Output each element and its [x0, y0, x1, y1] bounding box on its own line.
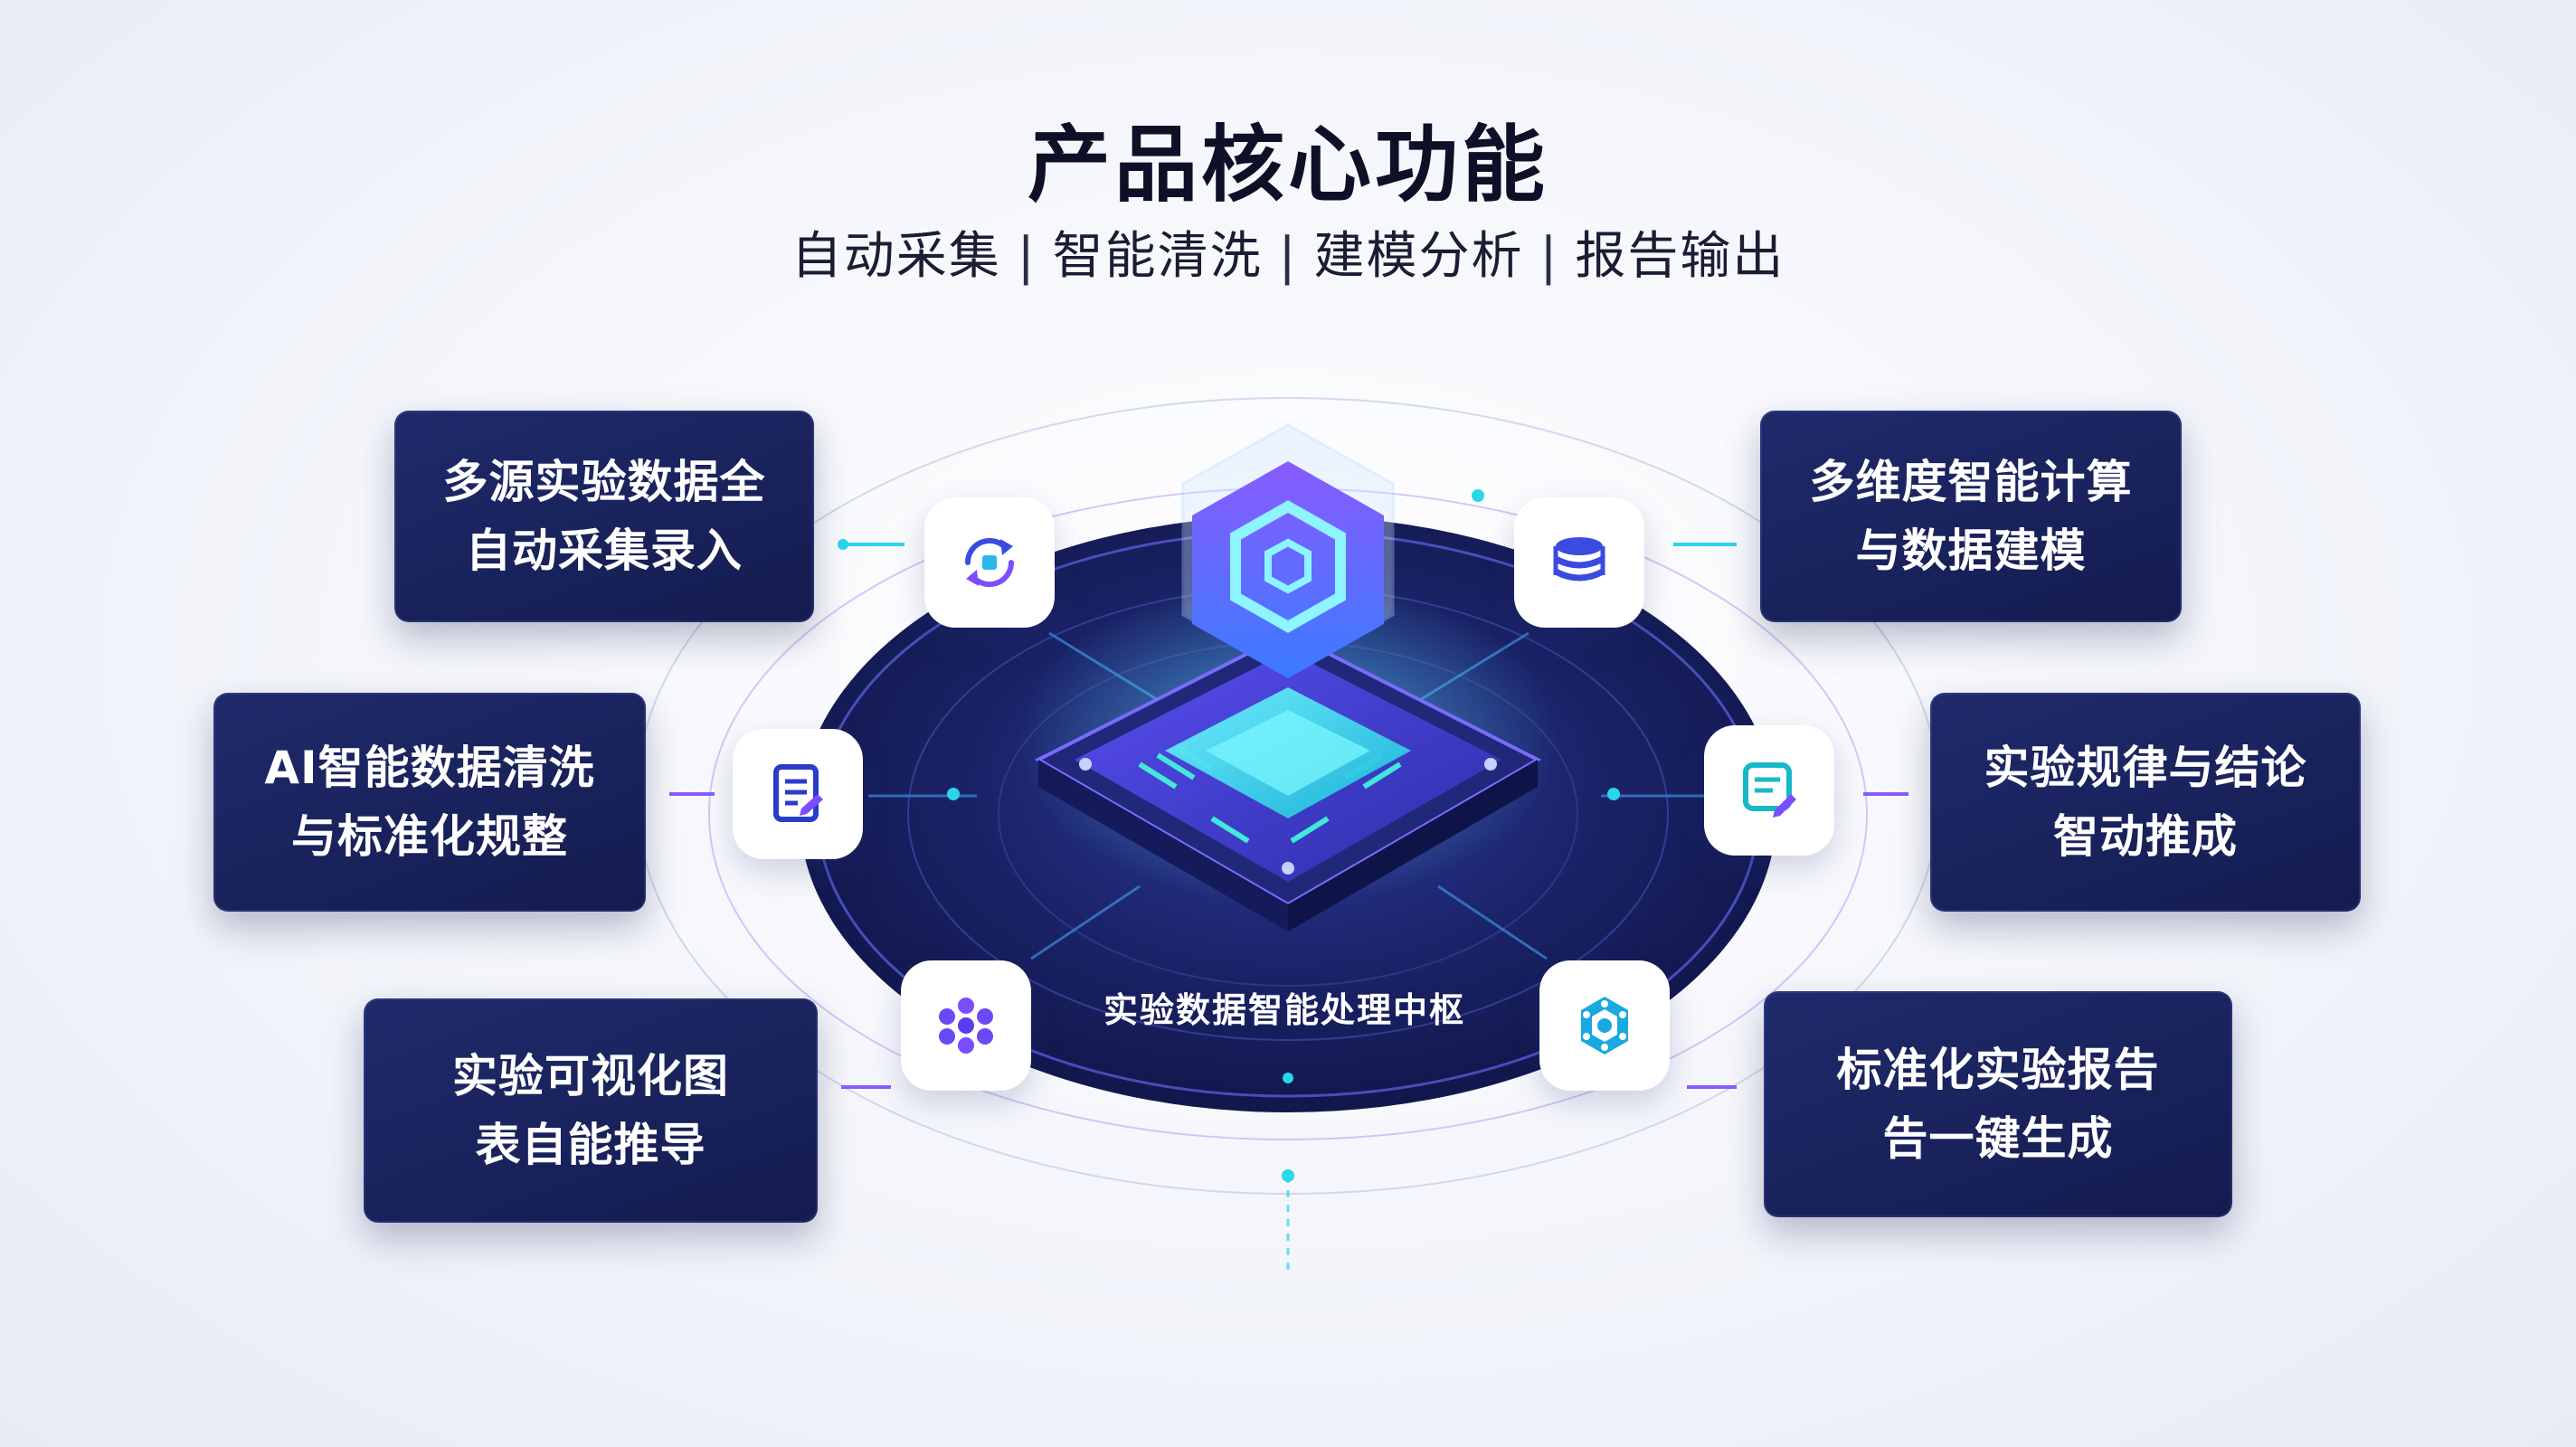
page-subtitle: 自动采集 | 智能清洗 | 建模分析 | 报告输出 — [0, 215, 2576, 288]
feature-card-visualization: 实验可视化图 表自能推导 — [364, 998, 818, 1223]
feature-card-line: 多源实验数据全 — [442, 456, 766, 508]
subtitle-part-1: 自动采集 — [791, 227, 1001, 286]
feature-card-line: 实验规律与结论 — [1984, 742, 2307, 794]
sync-data-icon-tile — [924, 497, 1055, 628]
feature-card-line: AI智能数据清洗 — [264, 742, 595, 794]
feature-card-conclusion: 实验规律与结论 智动推成 — [1930, 693, 2361, 912]
document-icon — [773, 764, 823, 822]
feature-card-line: 与标准化规整 — [291, 810, 568, 863]
subtitle-part-4: 报告输出 — [1575, 227, 1785, 286]
subtitle-separator: | — [1017, 227, 1037, 286]
hexagon-network-icon-tile — [1539, 960, 1670, 1091]
hub-label: 实验数据智能处理中枢 — [1103, 990, 1465, 1030]
document-icon-tile — [733, 729, 863, 859]
hexagon-network-icon — [1581, 997, 1628, 1055]
subtitle-separator: | — [1539, 227, 1559, 286]
feature-card-line: 多维度智能计算 — [1809, 456, 2133, 508]
feature-card-line: 与数据建模 — [1855, 525, 2087, 577]
flower-nodes-icon — [939, 998, 993, 1054]
hexagon-emblem — [1192, 461, 1384, 678]
edit-report-icon — [1743, 762, 1796, 818]
subtitle-part-3: 建模分析 — [1313, 227, 1524, 286]
layers-stack-icon-tile — [1514, 497, 1644, 628]
layers-stack-icon — [1553, 537, 1605, 582]
edit-report-icon-tile — [1704, 725, 1834, 856]
feature-card-report: 标准化实验报告 告一键生成 — [1764, 991, 2232, 1217]
feature-card-line: 标准化实验报告 — [1836, 1044, 2160, 1096]
feature-card-data-cleaning: AI智能数据清洗 与标准化规整 — [213, 693, 646, 912]
feature-card-line: 告一键生成 — [1882, 1112, 2114, 1165]
feature-card-line: 智动推成 — [2053, 810, 2238, 863]
subtitle-part-2: 智能清洗 — [1052, 227, 1263, 286]
feature-card-data-collection: 多源实验数据全 自动采集录入 — [394, 411, 814, 622]
feature-card-line: 表自能推导 — [475, 1119, 706, 1171]
page-title: 产品核心功能 — [1027, 117, 1548, 213]
subtitle-separator: | — [1278, 227, 1298, 286]
sync-data-icon — [964, 537, 1015, 588]
feature-card-modeling: 多维度智能计算 与数据建模 — [1760, 411, 2182, 622]
feature-card-line: 实验可视化图 — [452, 1050, 729, 1102]
flower-nodes-icon-tile — [901, 960, 1031, 1091]
feature-card-line: 自动采集录入 — [466, 525, 743, 577]
